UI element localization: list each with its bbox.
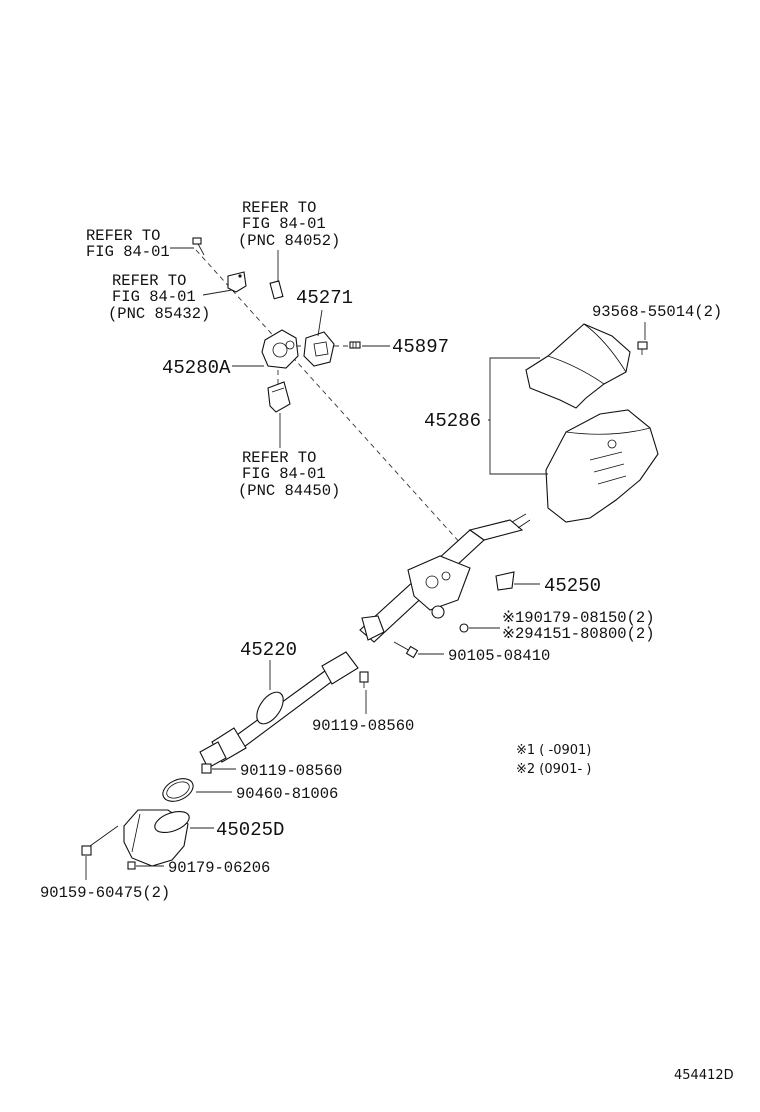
switch-bracket[interactable] xyxy=(227,271,247,293)
leader-refer-left xyxy=(202,289,233,296)
assembly-guide-line xyxy=(195,249,463,546)
steering-column-45250[interactable] xyxy=(359,513,531,643)
lock-housing-45280A[interactable] xyxy=(261,329,299,369)
label-45220: 45220 xyxy=(240,639,297,661)
label-45025D: 45025D xyxy=(216,819,284,841)
boot-45025D[interactable] xyxy=(123,807,192,867)
key-cylinder-part[interactable] xyxy=(269,280,284,300)
bolt-top-left[interactable] xyxy=(192,237,205,256)
label-45897: 45897 xyxy=(392,336,449,358)
upper-column-cover[interactable] xyxy=(525,323,631,409)
intermediate-shaft-45220[interactable] xyxy=(199,651,359,769)
label-90179-08150: ※190179-08150(2) xyxy=(502,609,655,627)
label-45250: 45250 xyxy=(544,575,601,597)
label-93568: 93568-55014(2) xyxy=(592,303,722,321)
label-45280A: 45280A xyxy=(162,357,231,379)
leader-45286 xyxy=(488,357,548,475)
note-2: ※2 (0901- ) xyxy=(516,762,591,777)
switch-45271[interactable] xyxy=(303,331,335,367)
refer-bottom-line2: FIG 84-01 xyxy=(242,465,326,483)
screw-93568[interactable] xyxy=(637,341,648,355)
label-90460: 90460-81006 xyxy=(236,785,338,803)
refer-left-line2: FIG 84-01 xyxy=(112,288,196,306)
label-45271: 45271 xyxy=(296,287,353,309)
nut-90179-08150[interactable] xyxy=(459,623,469,633)
refer-top-mid-line2: FIG 84-01 xyxy=(242,215,326,233)
label-45286: 45286 xyxy=(424,410,481,432)
label-90105: 90105-08410 xyxy=(448,647,550,665)
clamp-ring-90460[interactable] xyxy=(159,774,196,806)
label-94151: ※294151-80800(2) xyxy=(502,625,655,643)
refer-left-line1: REFER TO xyxy=(112,272,186,290)
refer-bottom-line3: (PNC 84450) xyxy=(238,482,340,500)
bolt-90159-60475[interactable] xyxy=(81,825,119,856)
label-90159: 90159-60475(2) xyxy=(40,884,170,902)
pin-45897[interactable] xyxy=(349,341,361,349)
bolt-90105-08410[interactable] xyxy=(393,641,419,659)
refer-top-left-line2: FIG 84-01 xyxy=(86,243,170,261)
bolt-90119-08560-upper[interactable] xyxy=(359,671,369,688)
bolt-90119-08560-lower[interactable] xyxy=(201,763,212,774)
lower-column-cover[interactable] xyxy=(545,409,659,523)
label-90119-upper: 90119-08560 xyxy=(312,717,414,735)
label-90119-lower: 90119-08560 xyxy=(240,762,342,780)
refer-top-left-line1: REFER TO xyxy=(86,227,160,245)
refer-top-mid-line1: REFER TO xyxy=(242,199,316,217)
figure-id: 454412D xyxy=(674,1068,734,1083)
label-90179-06206: 90179-06206 xyxy=(168,859,270,877)
refer-left-line3: (PNC 85432) xyxy=(108,305,210,323)
leader-45271 xyxy=(317,309,323,337)
refer-bottom-line1: REFER TO xyxy=(242,449,316,467)
refer-top-mid-line3: (PNC 84052) xyxy=(238,232,340,250)
note-1: ※1 ( -0901) xyxy=(516,743,591,758)
nut-90179-06206[interactable] xyxy=(127,861,136,870)
sensor-84450[interactable] xyxy=(267,381,291,413)
